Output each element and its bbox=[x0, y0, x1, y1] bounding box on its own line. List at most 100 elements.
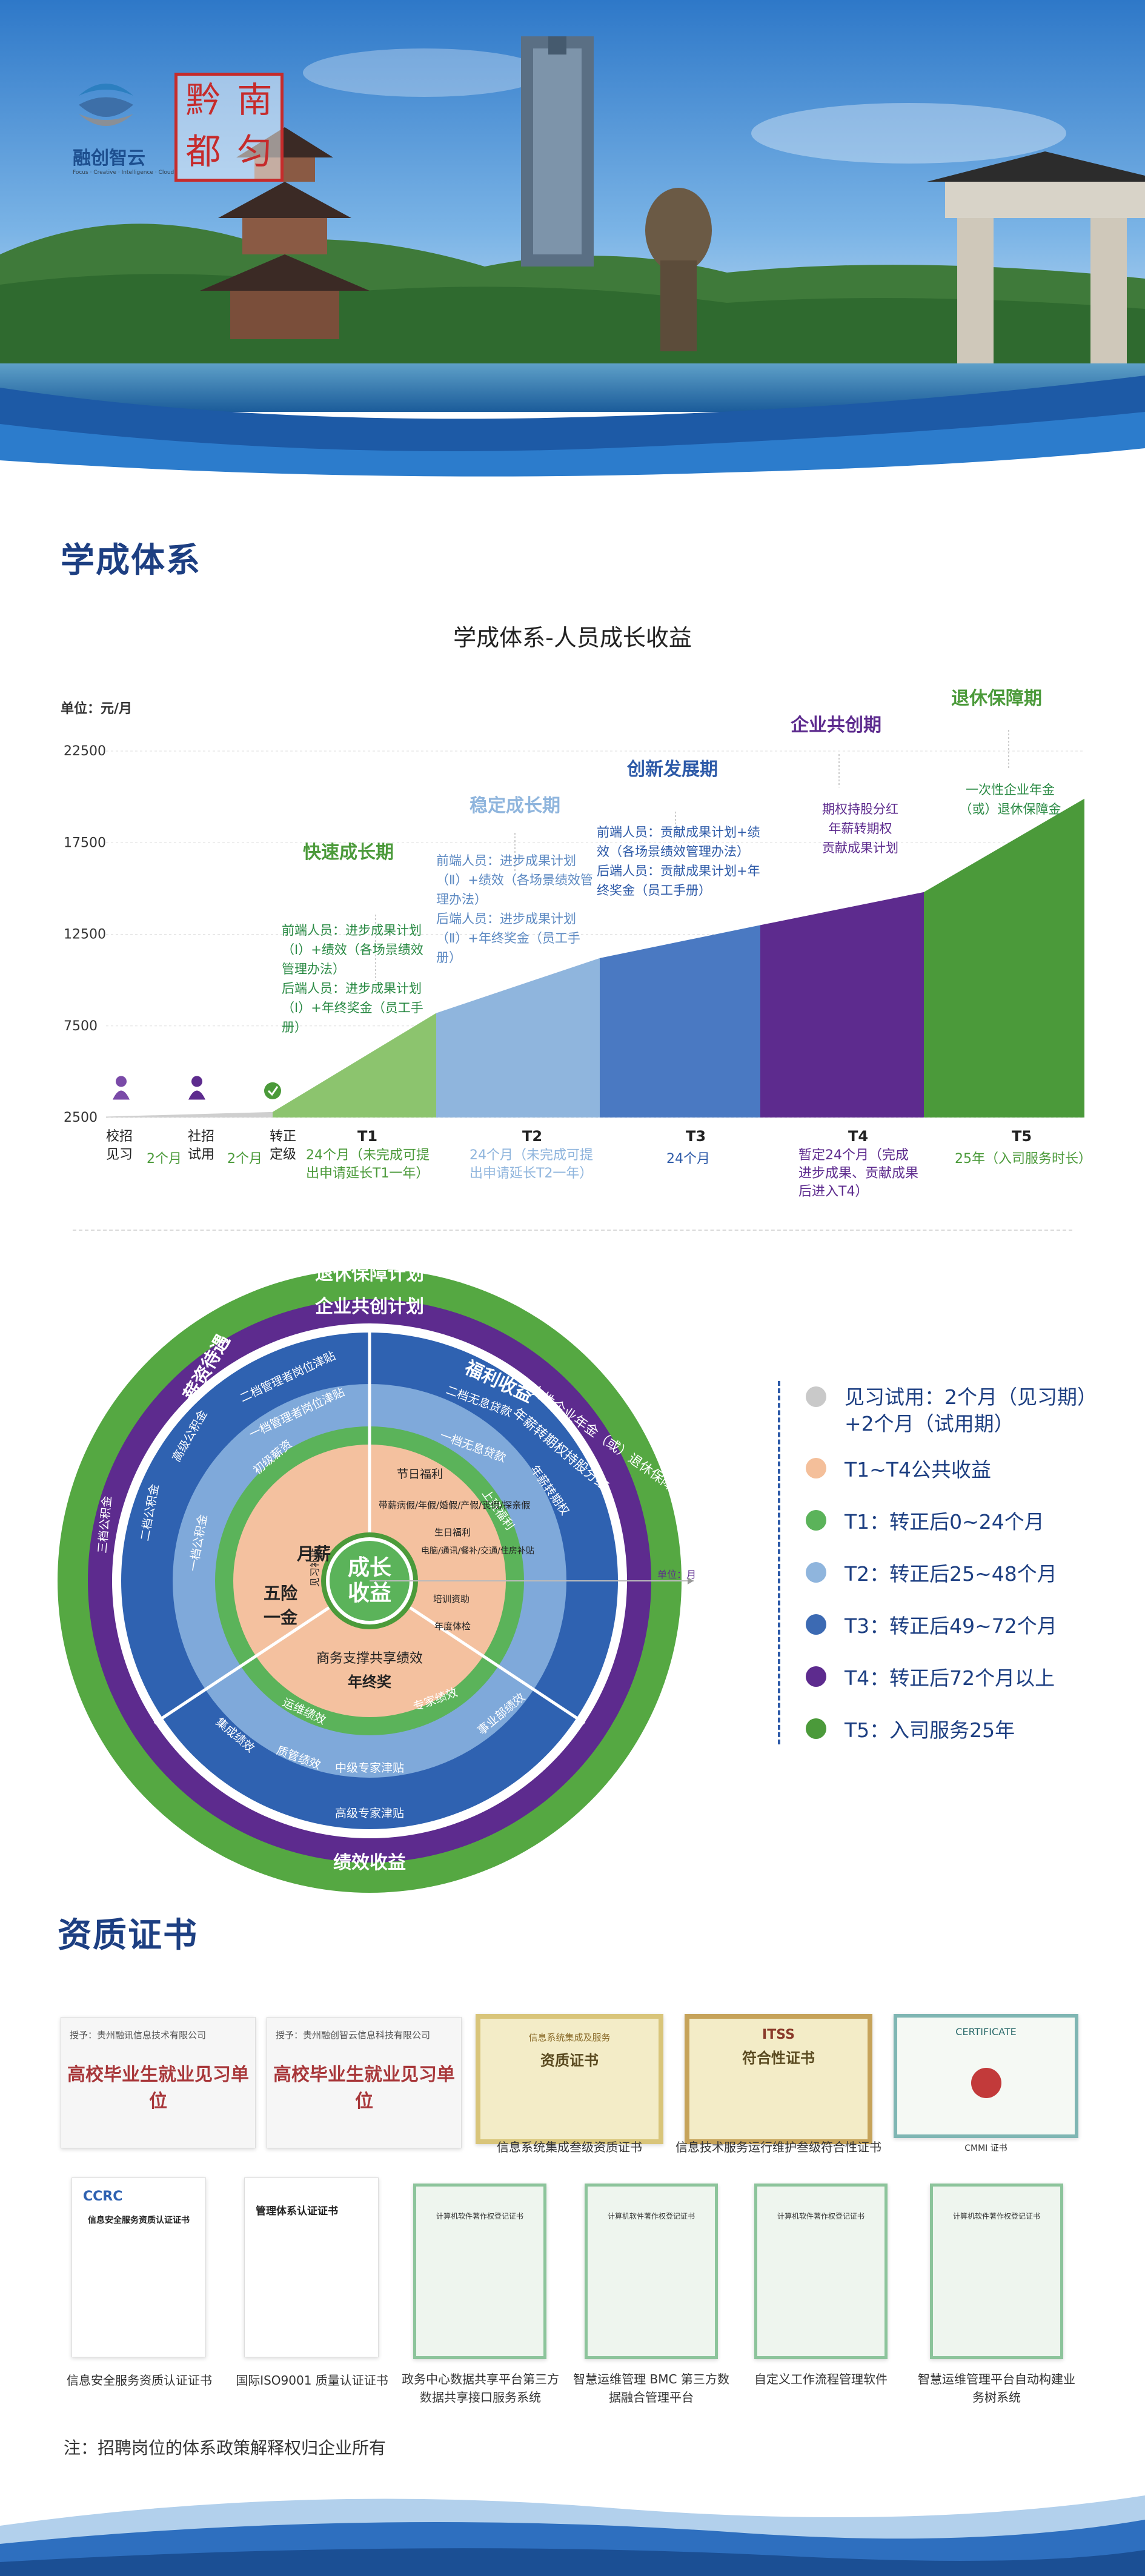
seal-char: 都 bbox=[185, 131, 221, 172]
stage-label-t5: T5 bbox=[1012, 1128, 1032, 1145]
legend-dot-icon bbox=[806, 1666, 826, 1687]
cert-ccrc: CCRC 信息安全服务资质认证证书 bbox=[71, 2177, 206, 2357]
phase-desc-stable: 前端人员：进步成果计划（Ⅱ）+绩效（各场景绩效管理办法） 后端人员：进步成果计划… bbox=[436, 851, 597, 967]
stage-duration-probation: 2个月 bbox=[227, 1151, 262, 1167]
stage-duration-t4: 暂定24个月（完成进步成果、贡献成果后进入T4） bbox=[798, 1148, 919, 1199]
check-icon bbox=[264, 1082, 281, 1099]
phase-desc-line: 前端人员：进步成果计划（Ⅱ）+绩效（各场景绩效管理办法） bbox=[436, 853, 593, 907]
cert-header: 计算机软件著作权登记证书 bbox=[777, 2212, 865, 2220]
phase-label-fast: 快速成长期 bbox=[303, 842, 394, 863]
ring-label-cocreate: 企业共创计划 bbox=[315, 1296, 424, 1317]
legend-text: T3：转正后49~72个月 bbox=[845, 1614, 1057, 1638]
axis-unit-month: 单位：月 bbox=[657, 1569, 696, 1580]
cert-iso9001: 管理体系认证证书 bbox=[244, 2177, 379, 2357]
legend-dot-icon bbox=[806, 1510, 826, 1531]
cert-intern-unit-2: 授予：贵州融创智云信息科技有限公司 高校毕业生就业见习单位 bbox=[267, 2017, 462, 2148]
cert-system-integration: 信息系统集成及服务 资质证书 bbox=[476, 2014, 663, 2144]
stage-label-t4: T4 bbox=[848, 1128, 869, 1145]
cert-caption: 政务中心数据共享平台第三方数据共享接口服务系统 bbox=[402, 2372, 559, 2405]
phase-desc-innovate: 前端人员：贡献成果计划+绩效（各场景绩效管理办法） 后端人员：贡献成果计划+年终… bbox=[597, 823, 760, 900]
logo-tagline: Focus · Creative · Intelligence · Cloud bbox=[73, 170, 174, 176]
salary-item: 见习补贴 bbox=[309, 1548, 320, 1587]
phase-desc-line: 后端人员：贡献成果计划+年终奖金（员工手册） bbox=[597, 864, 760, 898]
cert-header: 管理体系认证证书 bbox=[256, 2205, 338, 2217]
ring-label-retirement: 退休保障计划 bbox=[315, 1263, 424, 1285]
welfare-item: 电脑/通讯/餐补/交通/住房补贴 bbox=[421, 1546, 534, 1556]
legend-text: T1：转正后0~24个月 bbox=[845, 1510, 1044, 1534]
cert-caption: 自定义工作流程管理软件 bbox=[754, 2372, 888, 2386]
cert-caption: 国际ISO9001 质量认证证书 bbox=[236, 2373, 388, 2388]
stage-label-intern: 校招见习 bbox=[106, 1129, 133, 1162]
cert-header: 计算机软件著作权登记证书 bbox=[607, 2212, 695, 2220]
section-title-system: 学成体系 bbox=[61, 541, 201, 580]
company-logo: 融创智云 Focus · Creative · Intelligence · C… bbox=[73, 71, 174, 176]
label-monthly: 月薪 bbox=[296, 1544, 331, 1564]
baseline-area bbox=[106, 1111, 273, 1117]
cert-intern-unit-1: 授予：贵州融讯信息技术有限公司 高校毕业生就业见习单位 bbox=[61, 2017, 256, 2148]
perf-item: 高级专家津贴 bbox=[335, 1807, 404, 1820]
legend-text: 见习试用：2个月（见习期）+2个月（试用期） bbox=[845, 1385, 1097, 1435]
cert-copyright-4: 计算机软件著作权登记证书 bbox=[930, 2184, 1063, 2359]
legend-text: T5：入司服务25年 bbox=[845, 1718, 1015, 1742]
stage-label-confirm: 转正定级 bbox=[270, 1129, 297, 1162]
hero-banner: 融创智云 Focus · Creative · Intelligence · C… bbox=[0, 0, 1145, 491]
phase-desc-line: 前端人员：贡献成果计划+绩效（各场景绩效管理办法） bbox=[597, 825, 760, 859]
legend-item: T4：转正后72个月以上 bbox=[806, 1651, 1109, 1703]
cert-body: 符合性证书 bbox=[742, 2050, 815, 2067]
cert-caption: 智慧运维管理 BMC 第三方数据融合管理平台 bbox=[573, 2372, 729, 2405]
legend-divider bbox=[778, 1381, 780, 1744]
logo-mark-icon bbox=[79, 84, 133, 126]
cert-cmmi: CERTIFICATE bbox=[894, 2014, 1078, 2138]
y-tick-label: 12500 bbox=[64, 927, 106, 942]
phase-label-retire: 退休保障期 bbox=[951, 688, 1042, 709]
label-five-insurance: 五险 bbox=[264, 1583, 298, 1603]
legend-dot-icon bbox=[806, 1718, 826, 1739]
stage-duration-intern: 2个月 bbox=[147, 1151, 182, 1167]
y-axis-unit-label: 单位：元/月 bbox=[61, 701, 133, 717]
cert-copyright-3: 计算机软件著作权登记证书 bbox=[754, 2184, 888, 2359]
cert-header: 授予：贵州融讯信息技术有限公司 bbox=[70, 2030, 207, 2041]
legend-dot-icon bbox=[806, 1386, 826, 1407]
red-seal: 黔 南 都 匀 bbox=[174, 73, 284, 182]
legend-item: T1~T4公共收益 bbox=[806, 1442, 1109, 1494]
legend-item: 见习试用：2个月（见习期）+2个月（试用期） bbox=[806, 1384, 1109, 1442]
stage-duration-t3: 24个月 bbox=[666, 1151, 710, 1167]
perf-item: 中级专家津贴 bbox=[335, 1761, 404, 1775]
cert-body: 信息安全服务资质认证证书 bbox=[88, 2216, 190, 2225]
phase-desc-line: 后端人员：进步成果计划（Ⅱ）+年终奖金（员工手册） bbox=[436, 912, 580, 965]
phase-label-cocreate: 企业共创期 bbox=[791, 715, 881, 736]
welfare-item: 带薪病假/年假/婚假/产假/丧假/探亲假 bbox=[379, 1500, 530, 1511]
phase-label-innovate: 创新发展期 bbox=[627, 759, 718, 780]
legend-dot-icon bbox=[806, 1614, 826, 1635]
ring-label-performance: 绩效收益 bbox=[333, 1852, 406, 1873]
phase-desc-line: 前端人员：进步成果计划（Ⅰ）+绩效（各场景绩效管理办法） bbox=[282, 923, 423, 976]
legend-item: T2：转正后25~48个月 bbox=[806, 1546, 1109, 1598]
cert-itss: ITSS 符合性证书 bbox=[685, 2014, 872, 2144]
phase-desc-fast: 前端人员：进步成果计划（Ⅰ）+绩效（各场景绩效管理办法） 后端人员：进步成果计划… bbox=[282, 921, 430, 1037]
cert-header: ITSS bbox=[762, 2027, 795, 2042]
y-tick-label: 2500 bbox=[64, 1110, 98, 1125]
y-tick-label: 7500 bbox=[64, 1019, 98, 1034]
cert-header: 授予：贵州融创智云信息科技有限公司 bbox=[276, 2030, 431, 2041]
legend-dot-icon bbox=[806, 1458, 826, 1478]
seal-char: 匀 bbox=[237, 131, 273, 172]
hero-scenery bbox=[0, 0, 1145, 491]
cert-caption: 智慧运维管理平台自动构建业务树系统 bbox=[918, 2372, 1075, 2405]
cert-header: CCRC bbox=[83, 2189, 123, 2204]
legend-item: T3：转正后49~72个月 bbox=[806, 1598, 1109, 1651]
stage-duration-t2: 24个月（未完成可提出申请延长T2一年） bbox=[470, 1148, 593, 1181]
cert-header: 计算机软件著作权登记证书 bbox=[952, 2212, 1040, 2220]
area-segment-t2 bbox=[436, 958, 600, 1117]
center-label: 成长 bbox=[348, 1555, 391, 1580]
welfare-item: 生日福利 bbox=[434, 1527, 471, 1538]
cert-body: 资质证书 bbox=[540, 2052, 599, 2069]
stage-label-t2: T2 bbox=[522, 1128, 543, 1145]
section-divider bbox=[73, 1230, 1072, 1231]
legend-text: T4：转正后72个月以上 bbox=[845, 1666, 1055, 1690]
benefit-rings-diagram: 退休保障计划 企业共创计划 绩效收益 一次性企业年金（或）退休保障金 年薪转期权… bbox=[58, 1263, 696, 1893]
cert-header: 信息系统集成及服务 bbox=[528, 2032, 611, 2043]
cert-caption: CMMI 证书 bbox=[964, 2144, 1007, 2153]
cert-copyright-1: 计算机软件著作权登记证书 bbox=[413, 2184, 546, 2359]
cert-copyright-2: 计算机软件著作权登记证书 bbox=[585, 2184, 718, 2359]
